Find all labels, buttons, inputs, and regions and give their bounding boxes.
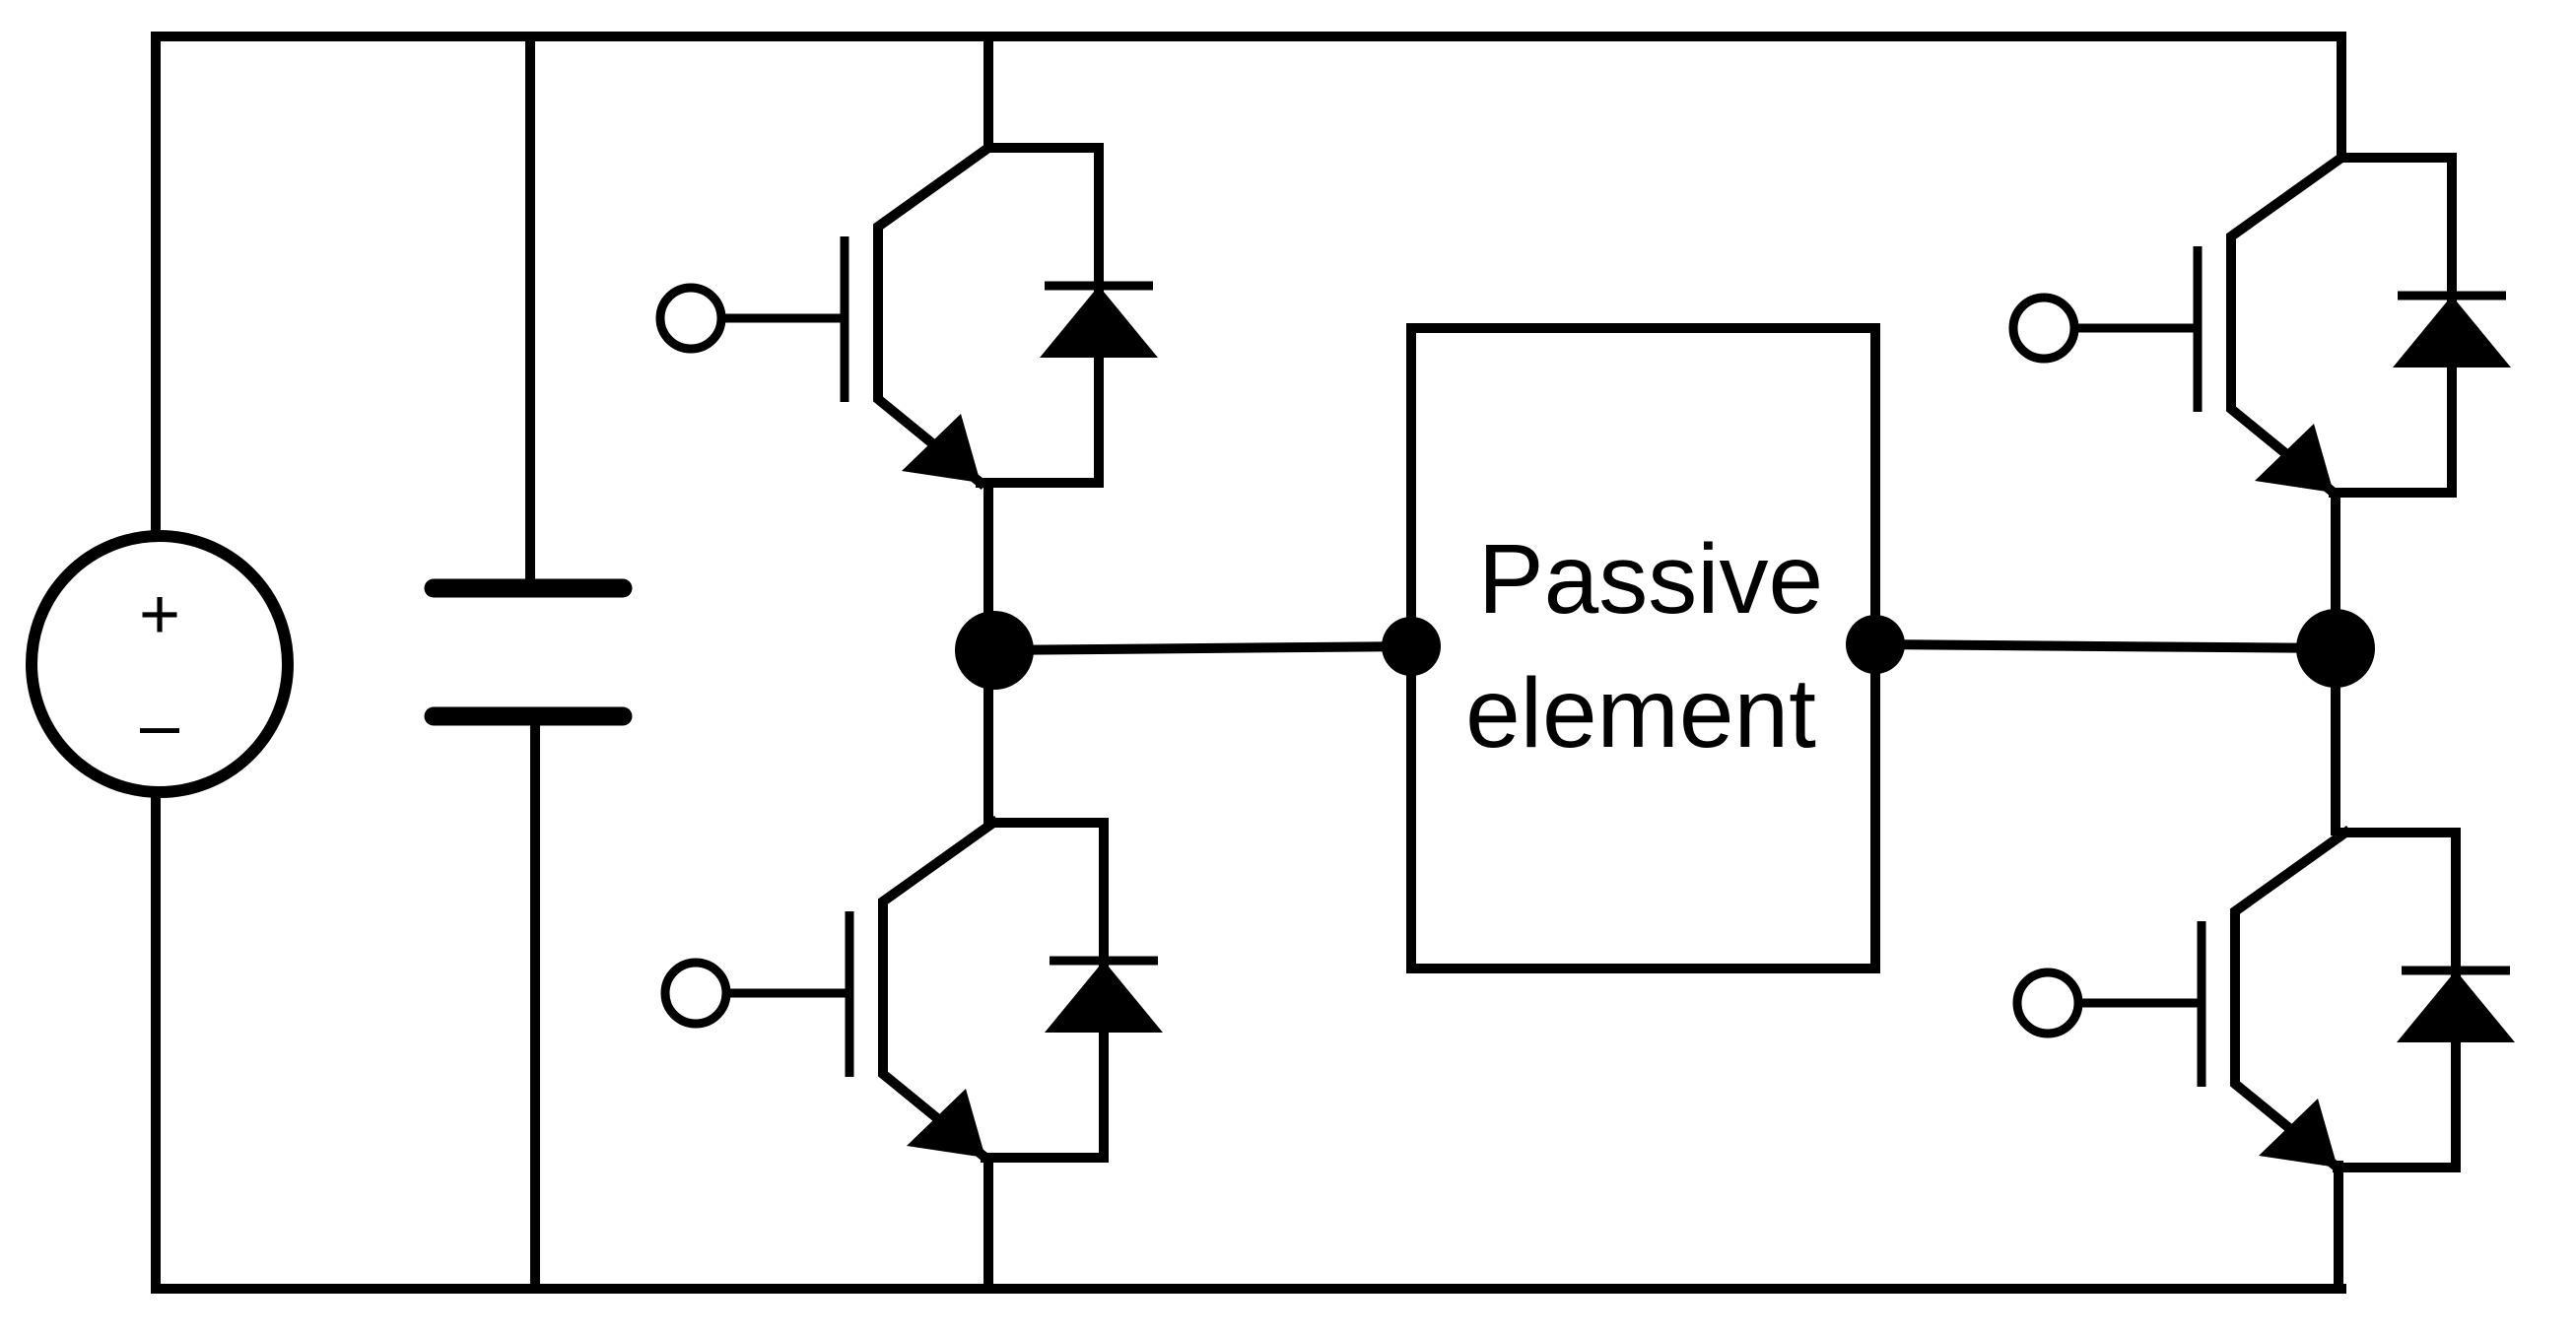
igbt-top-right-icon [2013, 158, 2511, 493]
source-circle [26, 530, 294, 798]
passive-right-terminal-node [1846, 615, 1905, 674]
igbt-bottom-left-icon [665, 823, 1163, 1158]
left-to-passive-wire [988, 640, 1417, 656]
igbt-top-left-icon [660, 148, 1158, 483]
passive-element-box [1406, 323, 1880, 973]
igbt-bottom-right-icon [2017, 833, 2515, 1168]
dc-source-icon: + – [26, 530, 294, 798]
right-leg [1869, 32, 2375, 1294]
dc-rails [151, 32, 2346, 1294]
source-minus-sign: – [140, 686, 180, 765]
passive-left-terminal-node [1382, 617, 1441, 676]
left-leg [955, 32, 1417, 1294]
capacitor-icon [424, 32, 633, 1294]
passive-to-right-wire [1869, 638, 2341, 654]
passive-element: Passive element [1382, 323, 1905, 973]
source-plus-sign: + [139, 575, 180, 654]
passive-element-label-line2: element [1465, 658, 1816, 768]
passive-element-label-line1: Passive [1478, 524, 1823, 635]
